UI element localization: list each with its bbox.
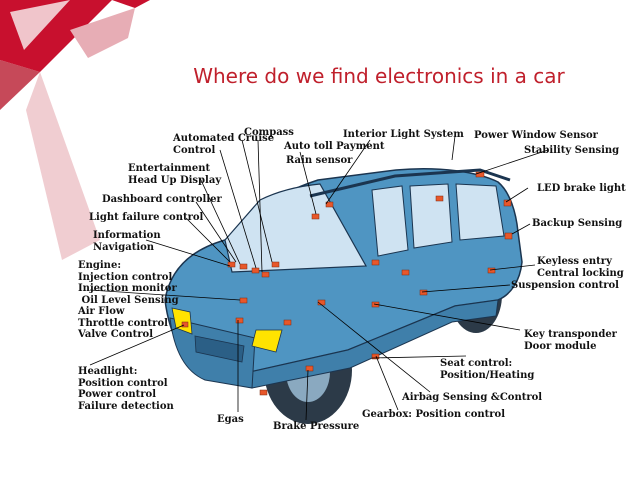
slide-title: Where do we find electronics in a car	[193, 64, 565, 88]
label-dashboard-controller: Dashboard controller	[102, 194, 222, 205]
label-power-window-sensor: Power Window Sensor	[474, 130, 598, 141]
headlight-right	[251, 329, 283, 353]
side-window-front	[371, 185, 409, 257]
label-keyless-entry: Keyless entry Central locking	[537, 256, 624, 279]
label-light-failure-control: Light failure control	[89, 212, 204, 223]
label-gearbox-position: Gearbox: Position control	[362, 409, 506, 420]
leader-lines	[89, 135, 549, 421]
label-entertainment-hud: Entertainment Head Up Display	[128, 163, 222, 186]
label-suspension-control: Suspension control	[511, 280, 619, 291]
headlight-left	[171, 307, 193, 335]
label-led-brake-light: LED brake light	[537, 183, 626, 194]
side-window-rear	[455, 183, 505, 241]
label-engine: Engine: Injection control Injection moni…	[78, 260, 179, 340]
roof-rail	[309, 168, 511, 198]
label-automated-cruise-control: Automated Cruise Control	[173, 133, 275, 156]
decorative-cross-shape	[0, 0, 150, 260]
label-compass: Compass	[244, 127, 294, 138]
label-seat-control: Seat control: Position/Heating	[440, 358, 535, 381]
side-window-middle	[409, 183, 453, 249]
label-backup-sensing: Backup Sensing	[532, 218, 623, 229]
label-airbag-sensing: Airbag Sensing &Control	[402, 392, 543, 403]
label-information-navigation: Information Navigation	[93, 230, 161, 253]
label-brake-pressure: Brake Pressure	[273, 421, 360, 432]
label-key-transponder: Key transponder Door module	[524, 329, 617, 352]
label-rain-sensor: Rain sensor	[286, 155, 353, 166]
label-egas: Egas	[217, 414, 244, 425]
label-interior-light-system: Interior Light System	[343, 129, 464, 140]
label-stability-sensing: Stability Sensing	[524, 145, 620, 156]
label-headlight: Headlight: Position control Power contro…	[78, 366, 174, 412]
label-auto-toll-payment: Auto toll Payment	[284, 141, 385, 152]
